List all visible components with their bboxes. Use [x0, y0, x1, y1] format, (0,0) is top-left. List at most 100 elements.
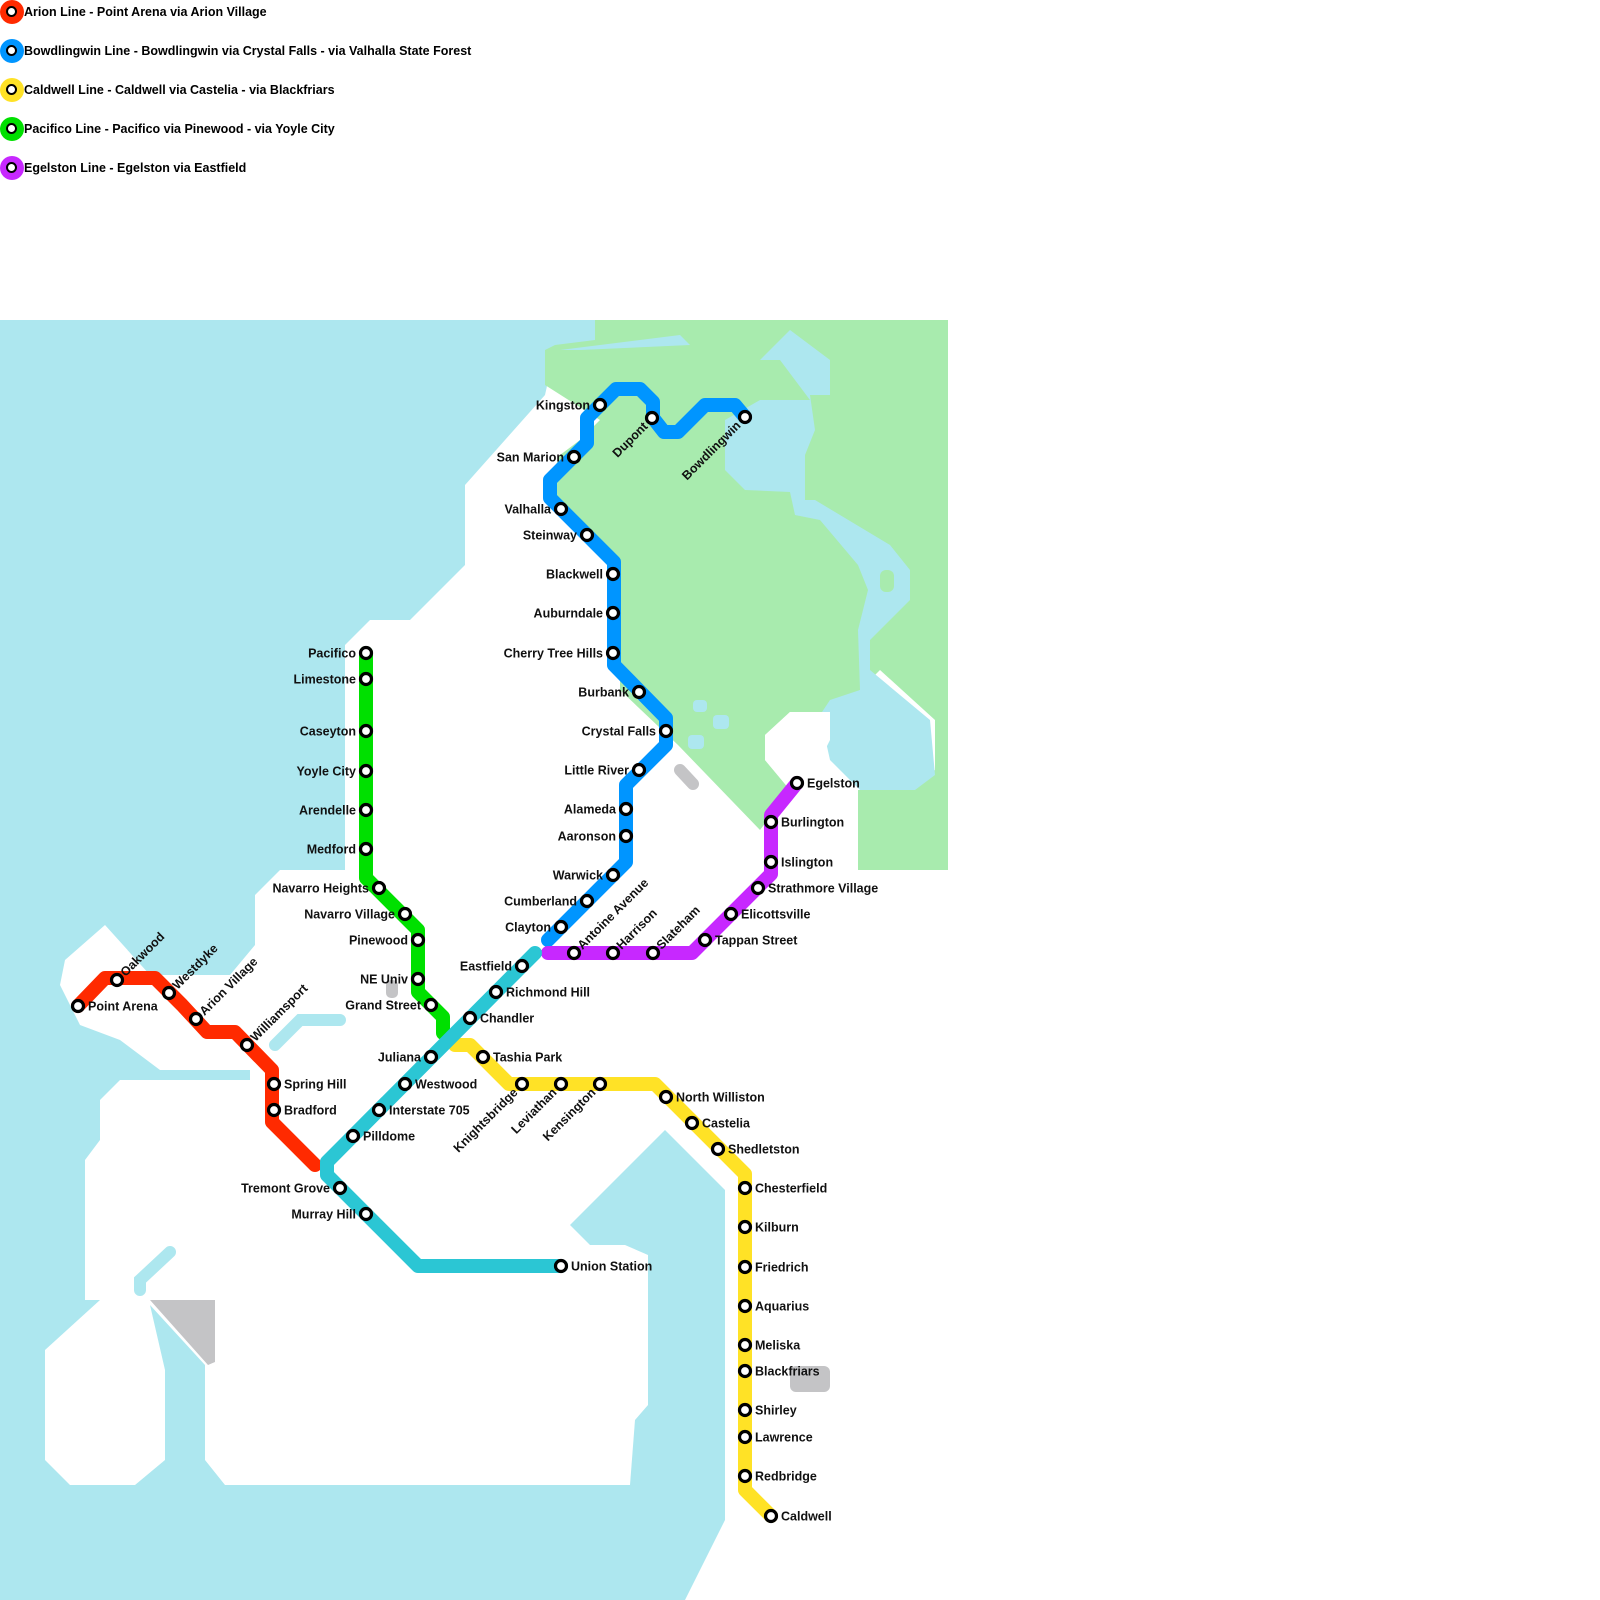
- station-marker-icon[interactable]: [423, 997, 439, 1013]
- station-pacifico[interactable]: Pacifico: [308, 645, 374, 661]
- station-little-river[interactable]: Little River: [564, 762, 647, 778]
- station-marker-icon[interactable]: [358, 1206, 374, 1222]
- station-marker-icon[interactable]: [553, 919, 569, 935]
- station-redbridge[interactable]: Redbridge: [737, 1468, 817, 1484]
- route-caldwell[interactable]: [448, 1038, 778, 1523]
- station-marker-icon[interactable]: [658, 723, 674, 739]
- station-marker-icon[interactable]: [462, 1010, 478, 1026]
- station-meliska[interactable]: Meliska: [737, 1337, 802, 1353]
- station-marker-icon[interactable]: [737, 1429, 753, 1445]
- station-marker-icon[interactable]: [566, 449, 582, 465]
- station-marker-icon[interactable]: [737, 1468, 753, 1484]
- station-marker-icon[interactable]: [579, 893, 595, 909]
- station-marker-icon[interactable]: [750, 880, 766, 896]
- station-marker-icon[interactable]: [397, 1076, 413, 1092]
- station-marker-icon[interactable]: [397, 906, 413, 922]
- station-marker-icon[interactable]: [553, 1258, 569, 1274]
- station-marker-icon[interactable]: [684, 1115, 700, 1131]
- station-north-williston[interactable]: North Williston: [658, 1089, 765, 1105]
- station-strathmore-village[interactable]: Strathmore Village: [750, 880, 879, 896]
- station-castelia[interactable]: Castelia: [684, 1115, 751, 1131]
- station-eastfield[interactable]: Eastfield: [460, 958, 530, 974]
- station-juliana[interactable]: Juliana: [378, 1049, 439, 1065]
- station-warwick[interactable]: Warwick: [553, 867, 621, 883]
- route-bowdlingwin[interactable]: [541, 382, 752, 947]
- station-marker-icon[interactable]: [266, 1076, 282, 1092]
- station-marker-icon[interactable]: [70, 998, 86, 1014]
- station-aaronson[interactable]: Aaronson: [558, 828, 634, 844]
- station-bradford[interactable]: Bradford: [266, 1102, 337, 1118]
- station-marker-icon[interactable]: [371, 1102, 387, 1118]
- station-marker-icon[interactable]: [239, 1037, 255, 1053]
- station-marker-icon[interactable]: [658, 1089, 674, 1105]
- station-marker-icon[interactable]: [371, 880, 387, 896]
- station-friedrich[interactable]: Friedrich: [737, 1259, 809, 1275]
- station-kingston[interactable]: Kingston: [536, 397, 608, 413]
- station-marker-icon[interactable]: [644, 410, 660, 426]
- station-marker-icon[interactable]: [358, 841, 374, 857]
- station-marker-icon[interactable]: [358, 763, 374, 779]
- station-marker-icon[interactable]: [763, 814, 779, 830]
- station-islington[interactable]: Islington: [763, 854, 834, 870]
- station-navarro-village[interactable]: Navarro Village: [304, 906, 413, 922]
- station-tappan-street[interactable]: Tappan Street: [697, 932, 799, 948]
- route-unnamed-cyan[interactable]: [320, 946, 568, 1273]
- station-blackfriars[interactable]: Blackfriars: [737, 1363, 820, 1379]
- station-crystal-falls[interactable]: Crystal Falls: [582, 723, 674, 739]
- station-marker-icon[interactable]: [618, 828, 634, 844]
- station-shirley[interactable]: Shirley: [737, 1402, 797, 1418]
- station-yoyle-city[interactable]: Yoyle City: [296, 763, 374, 779]
- station-auburndale[interactable]: Auburndale: [534, 605, 621, 621]
- station-marker-icon[interactable]: [266, 1102, 282, 1118]
- station-marker-icon[interactable]: [553, 501, 569, 517]
- station-marker-icon[interactable]: [592, 397, 608, 413]
- legend-item-bowdlingwin[interactable]: Bowdlingwin Line - Bowdlingwin via Cryst…: [0, 39, 471, 63]
- station-pinewood[interactable]: Pinewood: [349, 932, 426, 948]
- station-marker-icon[interactable]: [410, 971, 426, 987]
- station-marker-icon[interactable]: [488, 984, 504, 1000]
- station-marker-icon[interactable]: [737, 1337, 753, 1353]
- station-marker-icon[interactable]: [645, 945, 661, 961]
- station-marker-icon[interactable]: [592, 1076, 608, 1092]
- station-marker-icon[interactable]: [345, 1128, 361, 1144]
- legend-item-pacifico[interactable]: Pacifico Line - Pacifico via Pinewood - …: [0, 117, 335, 141]
- station-pilldome[interactable]: Pilldome: [345, 1128, 416, 1144]
- station-interstate-705[interactable]: Interstate 705: [371, 1102, 470, 1118]
- station-cherry-tree-hills[interactable]: Cherry Tree Hills: [504, 645, 621, 661]
- station-marker-icon[interactable]: [710, 1141, 726, 1157]
- legend-item-caldwell[interactable]: Caldwell Line - Caldwell via Castelia - …: [0, 78, 335, 102]
- station-navarro-heights[interactable]: Navarro Heights: [272, 880, 387, 896]
- station-steinway[interactable]: Steinway: [523, 527, 595, 543]
- station-marker-icon[interactable]: [737, 409, 753, 425]
- station-marker-icon[interactable]: [763, 854, 779, 870]
- station-marker-icon[interactable]: [514, 958, 530, 974]
- station-clayton[interactable]: Clayton: [505, 919, 569, 935]
- legend-item-arion[interactable]: Arion Line - Point Arena via Arion Villa…: [0, 0, 267, 24]
- station-lawrence[interactable]: Lawrence: [737, 1429, 813, 1445]
- station-valhalla[interactable]: Valhalla: [504, 501, 569, 517]
- station-chandler[interactable]: Chandler: [462, 1010, 535, 1026]
- station-medford[interactable]: Medford: [307, 841, 374, 857]
- station-caldwell[interactable]: Caldwell: [763, 1508, 832, 1524]
- station-marker-icon[interactable]: [605, 566, 621, 582]
- station-cumberland[interactable]: Cumberland: [504, 893, 595, 909]
- station-marker-icon[interactable]: [358, 671, 374, 687]
- station-westwood[interactable]: Westwood: [397, 1076, 478, 1092]
- station-grand-street[interactable]: Grand Street: [345, 997, 439, 1013]
- station-marker-icon[interactable]: [631, 684, 647, 700]
- station-richmond-hill[interactable]: Richmond Hill: [488, 984, 591, 1000]
- station-marker-icon[interactable]: [605, 605, 621, 621]
- station-marker-icon[interactable]: [605, 945, 621, 961]
- station-limestone[interactable]: Limestone: [293, 671, 374, 687]
- station-alameda[interactable]: Alameda: [564, 801, 634, 817]
- station-chesterfield[interactable]: Chesterfield: [737, 1180, 828, 1196]
- station-blackwell[interactable]: Blackwell: [546, 566, 621, 582]
- station-caseyton[interactable]: Caseyton: [300, 723, 374, 739]
- station-marker-icon[interactable]: [332, 1180, 348, 1196]
- station-marker-icon[interactable]: [605, 645, 621, 661]
- station-murray-hill[interactable]: Murray Hill: [291, 1206, 374, 1222]
- station-point-arena[interactable]: Point Arena: [70, 998, 159, 1014]
- station-marker-icon[interactable]: [631, 762, 647, 778]
- station-san-marion[interactable]: San Marion: [497, 449, 582, 465]
- station-marker-icon[interactable]: [763, 1508, 779, 1524]
